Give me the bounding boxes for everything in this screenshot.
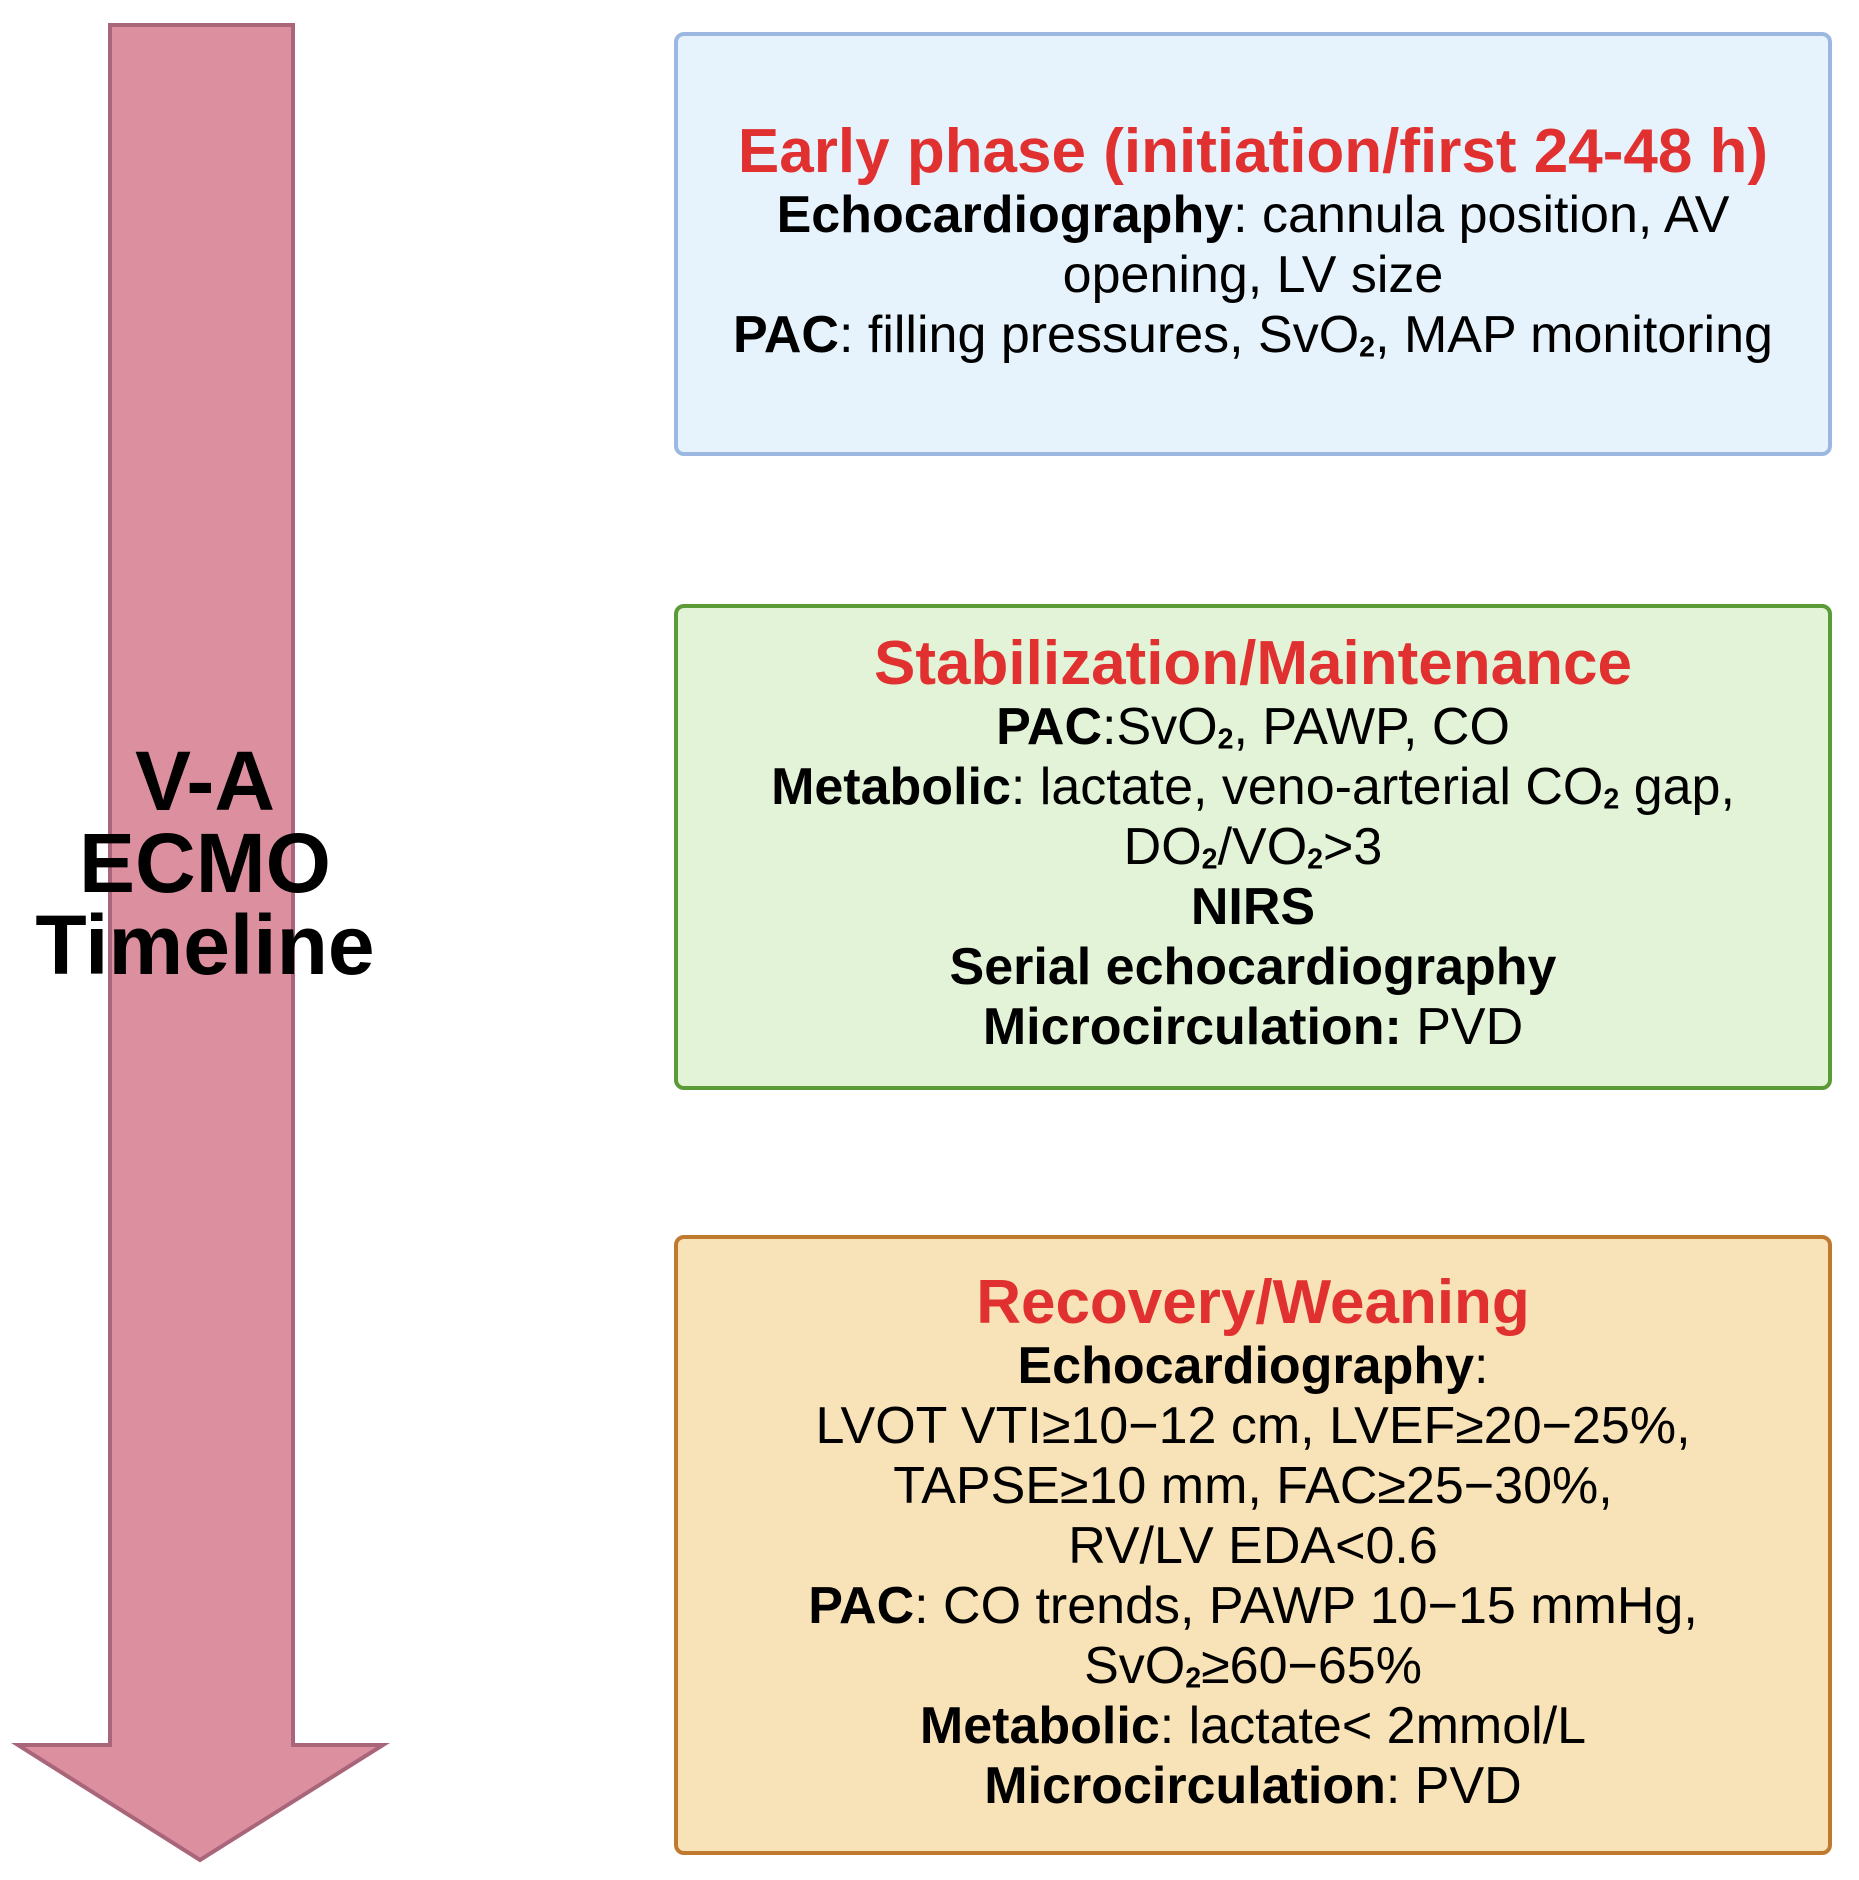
stab-metabolic-sub-3: 2 (1307, 843, 1324, 876)
rec-pac-text: : CO trends, PAWP 10−15 mmHg, (914, 1577, 1698, 1635)
early-phase-box: Early phase (initiation/first 24-48 h) E… (674, 32, 1832, 456)
stab-metabolic-text-d: >3 (1323, 818, 1383, 876)
rec-echo-line-1: LVOT VTI≥10−12 cm, LVEF≥20−25%, (815, 1397, 1691, 1455)
stab-metabolic-term: Metabolic (771, 758, 1011, 816)
early-pac-sub: 2 (1359, 331, 1376, 364)
stab-micro-term: Microcirculation: (982, 998, 1402, 1056)
stab-pac-term: PAC (996, 698, 1102, 756)
early-pac-text-b: , MAP monitoring (1375, 306, 1773, 364)
early-echo-item: Echocardiography: cannula position, AV o… (728, 185, 1778, 305)
early-echo-term: Echocardiography (776, 186, 1234, 244)
early-pac-term: PAC (733, 306, 839, 364)
rec-pac-item: PAC: CO trends, PAWP 10−15 mmHg, (808, 1576, 1698, 1636)
stab-pac-item: PAC:SvO2, PAWP, CO (996, 697, 1510, 757)
rec-metabolic-item: Metabolic: lactate< 2mmol/L (920, 1696, 1586, 1756)
stab-metabolic-text-b: gap, DO (1123, 758, 1735, 876)
stab-pac-text-b: , PAWP, CO (1233, 698, 1510, 756)
rec-micro-text: : PVD (1385, 1757, 1522, 1815)
stab-serial-echo: Serial echocardiography (949, 938, 1557, 996)
early-phase-title: Early phase (initiation/first 24-48 h) (737, 117, 1769, 186)
stab-pac-sub: 2 (1217, 723, 1234, 756)
timeline-arrow-shape (11, 23, 390, 1863)
stabilization-box: Stabilization/Maintenance PAC:SvO2, PAWP… (674, 604, 1832, 1090)
stab-nirs: NIRS (1190, 878, 1316, 936)
rec-svo-b: ≥60−65% (1201, 1637, 1422, 1695)
rec-micro-term: Microcirculation (984, 1757, 1386, 1815)
stab-metabolic-sub-2: 2 (1201, 843, 1218, 876)
timeline-label-line-1: V-A (134, 734, 276, 828)
rec-echo-term: Echocardiography (1017, 1337, 1475, 1395)
rec-echo-colon: : (1474, 1337, 1489, 1395)
rec-svo-item: SvO2≥60−65% (1084, 1636, 1422, 1696)
rec-svo-a: SvO (1084, 1637, 1186, 1695)
stab-micro-item: Microcirculation: PVD (983, 997, 1523, 1057)
stab-metabolic-item: Metabolic: lactate, veno-arterial CO2 ga… (718, 757, 1788, 877)
stab-pac-text-a: :SvO (1102, 698, 1218, 756)
stab-micro-text: PVD (1401, 998, 1524, 1056)
stabilization-title: Stabilization/Maintenance (874, 629, 1632, 698)
early-echo-text: : cannula position, AV opening, LV size (1062, 186, 1730, 304)
recovery-title: Recovery/Weaning (976, 1268, 1530, 1337)
timeline-arrow (11, 23, 390, 1863)
rec-metabolic-text: : lactate< 2mmol/L (1159, 1697, 1587, 1755)
rec-echo-line-3: RV/LV EDA<0.6 (1068, 1517, 1438, 1575)
recovery-box: Recovery/Weaning Echocardiography: LVOT … (674, 1235, 1832, 1855)
rec-echo-heading: Echocardiography: (1017, 1336, 1488, 1396)
timeline-label-line-2: ECMO (79, 816, 331, 910)
stab-metabolic-text-c: /VO (1217, 818, 1308, 876)
rec-micro-item: Microcirculation: PVD (984, 1756, 1521, 1816)
early-pac-item: PAC: filling pressures, SvO2, MAP monito… (733, 305, 1773, 365)
stab-metabolic-text-a: : lactate, veno-arterial CO (1010, 758, 1604, 816)
timeline-label-line-3: Timeline (35, 898, 375, 992)
stab-metabolic-sub-1: 2 (1603, 783, 1620, 816)
early-pac-text-a: : filling pressures, SvO (838, 306, 1360, 364)
rec-echo-line-2: TAPSE≥10 mm, FAC≥25−30%, (893, 1457, 1613, 1515)
rec-metabolic-term: Metabolic (919, 1697, 1160, 1755)
rec-pac-term: PAC (808, 1577, 915, 1635)
timeline-label: V-A ECMO Timeline (20, 734, 390, 992)
rec-svo-sub: 2 (1185, 1662, 1202, 1695)
